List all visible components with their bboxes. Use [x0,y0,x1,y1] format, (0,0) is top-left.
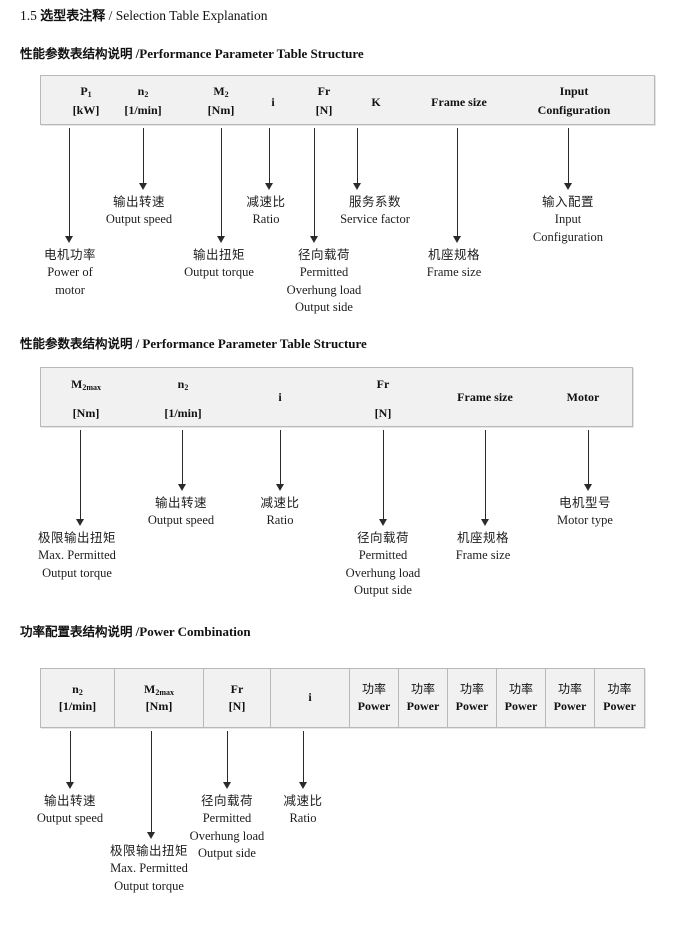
annotation-ratio-3: 减速比 Ratio [283,793,323,825]
performance-parameter-table-2 [40,367,633,427]
section-heading-performance-1: 性能参数表结构说明 /Performance Parameter Table S… [20,46,364,62]
arrow-frame-size-2 [481,430,490,526]
table1-col-fr: Fr [N] [315,84,333,117]
table1-col-n2: n2 [1/min] [124,84,162,118]
arrow-ratio-2 [276,430,285,491]
table2-col-m2max: M2max [Nm] [71,377,101,421]
arrow-output-speed [139,128,148,190]
table1-col-p1: P1 [kW] [72,84,100,118]
table3-col-power-4: 功率 Power [497,669,546,727]
annotation-ratio-2: 减速比 Ratio [260,495,300,527]
annotation-service-factor: 服务系数 Service factor [340,194,410,226]
arrow-ratio-3 [299,731,308,789]
table1-col-i: i [271,95,275,109]
arrow-output-speed-2 [178,430,187,491]
page-title: 1.5 选型表注释 / Selection Table Explanation [20,8,268,25]
heading-en: Performance Parameter Table Structure [139,46,364,61]
section-title-en: Selection Table Explanation [115,8,268,23]
arrow-max-permitted-output-torque [76,430,85,526]
annotation-max-permitted-output-torque: 极限输出扭矩 Max. Permitted Output torque [37,530,116,580]
annotation-output-speed-2: 输出转速 Output speed [147,495,215,527]
annotation-permitted-overhung-load-2: 径向载荷 Permitted Overhung load Output side [345,530,421,598]
table3-col-power-3: 功率 Power [448,669,497,727]
table2-col-n2: n2 [1/min] [164,377,202,421]
annotation-input-configuration: 输入配置 Input Configuration [532,194,604,244]
annotation-frame-size: 机座规格 Frame size [426,247,482,279]
heading-cn: 性能参数表结构说明 [20,336,133,351]
performance-parameter-table-1 [40,75,655,125]
section-heading-power-combination: 功率配置表结构说明 /Power Combination [20,624,251,640]
section-heading-performance-2: 性能参数表结构说明 / Performance Parameter Table … [20,336,367,352]
heading-en: Power Combination [139,624,251,639]
table3-col-power-6: 功率 Power [603,681,636,713]
heading-en: Performance Parameter Table Structure [142,336,367,351]
table3-col-power-5: 功率 Power [546,669,595,727]
arrow-permitted-overhung-load [310,128,319,243]
heading-cn: 性能参数表结构说明 [20,46,133,61]
table1-col-k: K [371,95,381,109]
arrow-service-factor [353,128,362,190]
annotation-output-speed-3: 输出转速 Output speed [36,793,104,825]
table3-col-power-2: 功率 Power [399,669,448,727]
table1-col-input-configuration: Input Configuration [537,84,611,117]
arrow-output-speed-3 [66,731,75,789]
table2-col-i: i [278,390,282,404]
arrow-max-permitted-output-torque-3 [147,731,156,839]
heading-separator: / [135,624,140,639]
table3-col-power-1: 功率 Power [350,669,399,727]
annotation-power-of-motor: 电机功率 Power of motor [43,247,96,297]
table2-col-frame-size: Frame size [457,390,513,404]
annotation-output-torque: 输出扭矩 Output torque [184,247,254,279]
heading-separator: / [135,46,140,61]
arrow-permitted-overhung-load-3 [223,731,232,789]
annotation-ratio: 减速比 Ratio [246,194,286,226]
arrow-frame-size [453,128,462,243]
annotation-permitted-overhung-load: 径向载荷 Permitted Overhung load Output side [286,247,362,315]
section-number: 1.5 [20,8,37,23]
title-separator: / [108,8,113,23]
annotation-permitted-overhung-load-3: 径向载荷 Permitted Overhung load Output side [189,793,265,861]
power-combination-table: n2 [1/min] M2max [Nm] Fr [N] i 功率 Power … [40,668,645,728]
arrow-power-of-motor [65,128,74,243]
table3-col-m2max: M2max [Nm] [115,669,204,727]
table2-col-motor: Motor [566,390,600,404]
arrow-permitted-overhung-load-2 [379,430,388,526]
annotation-output-speed: 输出转速 Output speed [105,194,173,226]
arrow-input-configuration [564,128,573,190]
heading-cn: 功率配置表结构说明 [20,624,133,639]
arrow-output-torque [217,128,226,243]
heading-separator: / [135,336,140,351]
table3-col-n2: n2 [1/min] [41,669,115,727]
annotation-motor-type: 电机型号 Motor type [557,495,613,527]
annotation-max-permitted-output-torque-3: 极限输出扭矩 Max. Permitted Output torque [109,843,188,893]
annotation-frame-size-2: 机座规格 Frame size [455,530,511,562]
table3-col-i: i [271,669,350,727]
arrow-ratio [265,128,274,190]
table2-col-fr: Fr [N] [374,377,392,420]
table3-col-fr: Fr [N] [204,669,271,727]
arrow-motor-type [584,430,593,491]
table1-col-m2: M2 [Nm] [207,84,235,118]
section-title-cn: 选型表注释 [40,9,106,24]
table1-col-frame-size: Frame size [431,95,487,109]
